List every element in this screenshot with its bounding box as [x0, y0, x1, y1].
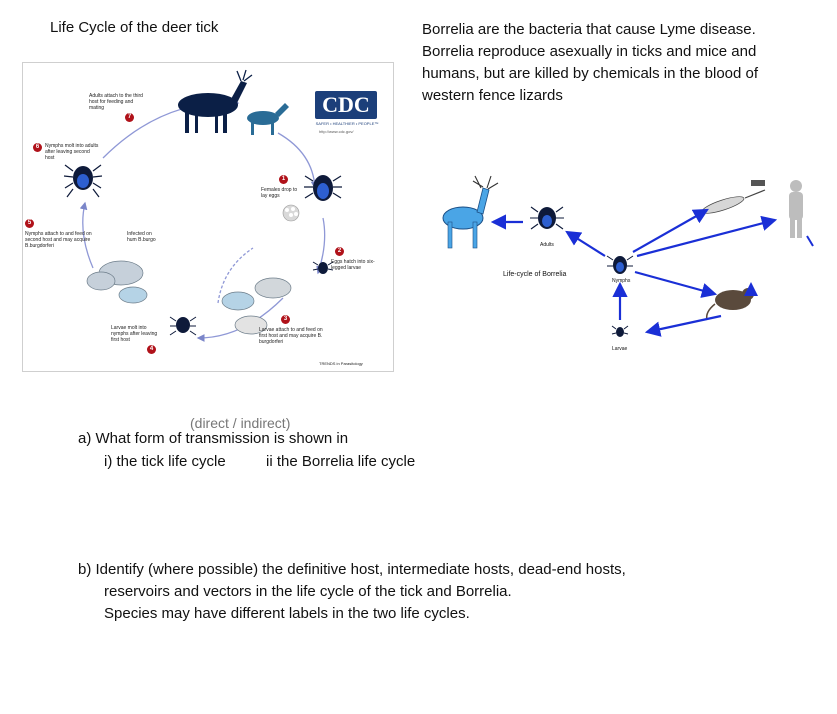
larvae-label: Larvae: [612, 346, 628, 352]
label-eggs-hatch: Eggs hatch into six-legged larvae: [331, 259, 375, 271]
label-nymphs-molt: Nymphs molt into adults after leaving se…: [45, 143, 99, 161]
step-3-badge: 3: [281, 315, 290, 324]
adults-label: Adults: [540, 242, 554, 248]
eggs-icon: [282, 204, 300, 222]
question-a-line1: a) What form of transmission is shown in: [78, 430, 349, 447]
figure-footer: TRENDS in Parasitology: [319, 361, 363, 366]
question-a-part-i: i) the tick life cycle: [104, 453, 226, 470]
tick-life-cycle-figure: CDC SAFER • HEALTHIER • PEOPLE™ http://w…: [22, 62, 394, 372]
step-4-badge: 4: [147, 345, 156, 354]
label-larvae-molt: Larvae molt into nymphs after leaving fi…: [111, 325, 158, 343]
step-2-badge: 2: [335, 247, 344, 256]
tick-cycle-drawing: [63, 69, 342, 342]
label-nymphs-attach: Nymphs attach to and feed on second host…: [25, 231, 92, 249]
mouse-icon: [86, 260, 292, 335]
borrelia-cycle-drawing: [442, 175, 814, 337]
cdc-logo: CDC: [315, 91, 377, 119]
adult-tick-icon: [530, 206, 564, 230]
label-females-drop: Females drop to lay eggs: [261, 187, 298, 199]
lizard-icon: [701, 180, 766, 214]
label-larvae-attach: Larvae attach to and feed on first host …: [259, 327, 323, 345]
larva-tick-icon: [312, 261, 334, 274]
step-1-badge: 1: [279, 175, 288, 184]
step-6-badge: 6: [33, 143, 42, 152]
question-b-line3: Species may have different labels in the…: [104, 605, 470, 622]
nymph-tick-icon: [169, 316, 197, 336]
step-7-badge: 7: [125, 113, 134, 122]
question-b-line2: reservoirs and vectors in the life cycle…: [104, 583, 512, 600]
borrelia-cycle-title: Life-cycle of Borrelia: [503, 271, 567, 278]
adult-tick-icon: [63, 164, 103, 198]
nymphs-label: Nymphs: [612, 278, 631, 284]
cdc-url: http://www.cdc.gov/: [319, 129, 354, 134]
label-infected: Infected on hum B.burgo: [127, 231, 156, 243]
deer-icon: [442, 175, 499, 249]
left-title: Life Cycle of the deer tick: [50, 19, 219, 36]
deer-icon: [178, 69, 253, 133]
fawn-icon: [247, 103, 289, 135]
cdc-tagline: SAFER • HEALTHIER • PEOPLE™: [315, 121, 379, 126]
step-5-badge: 5: [25, 219, 34, 228]
larva-tick-icon: [611, 325, 629, 337]
human-icon: [789, 180, 803, 238]
label-adults-attach: Adults attach to the third host for feed…: [89, 93, 143, 111]
answer-options-hint: (direct / indirect): [190, 415, 291, 431]
nymph-tick-icon: [606, 255, 634, 274]
question-b-line1: b) Identify (where possible) the definit…: [78, 561, 626, 578]
engorged-tick-icon: [304, 175, 342, 201]
question-a-part-ii: ii the Borrelia life cycle: [266, 453, 416, 470]
borrelia-description: Borrelia are the bacteria that cause Lym…: [422, 21, 759, 104]
